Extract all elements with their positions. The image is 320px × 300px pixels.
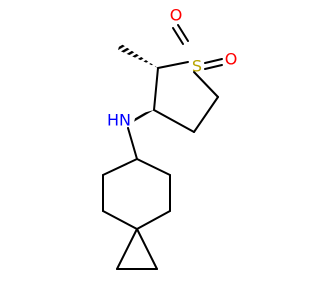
bond-n-c7 xyxy=(127,127,138,160)
bond-cp2-spiro xyxy=(136,228,158,270)
bond-c9-spiro xyxy=(102,210,138,230)
bond-c4-c3 xyxy=(153,109,195,133)
bond-c2-s xyxy=(157,61,189,69)
double-bond-s-o-right-b xyxy=(204,64,223,70)
bond-c11-c7 xyxy=(136,158,171,176)
molecule-structure: S O O N H xyxy=(102,6,238,270)
atom-sulfur: S xyxy=(192,57,202,76)
bond-spiro-cp1 xyxy=(116,228,138,270)
bond-c3-c2 xyxy=(153,67,159,111)
bond-c7-c8 xyxy=(102,158,138,176)
atom-oxygen-right: O xyxy=(225,50,238,69)
hashed-wedge-methyl xyxy=(118,43,158,68)
atom-nitrogen-hydrogen: H xyxy=(107,111,119,130)
bond-c5-c4 xyxy=(193,96,219,133)
double-bond-s-o-right-a xyxy=(204,58,223,64)
double-bond-s-o-bottom-b xyxy=(177,24,189,42)
hashed-wedge-amine xyxy=(134,110,154,122)
structure-canvas: S O O N H xyxy=(102,6,238,270)
double-bond-s-o-bottom-a xyxy=(172,27,184,45)
bond-spiro-c10 xyxy=(136,210,171,230)
atom-oxygen-bottom: O xyxy=(170,6,183,25)
atom-nitrogen: N xyxy=(119,111,131,130)
bond-s-c5 xyxy=(193,71,219,98)
